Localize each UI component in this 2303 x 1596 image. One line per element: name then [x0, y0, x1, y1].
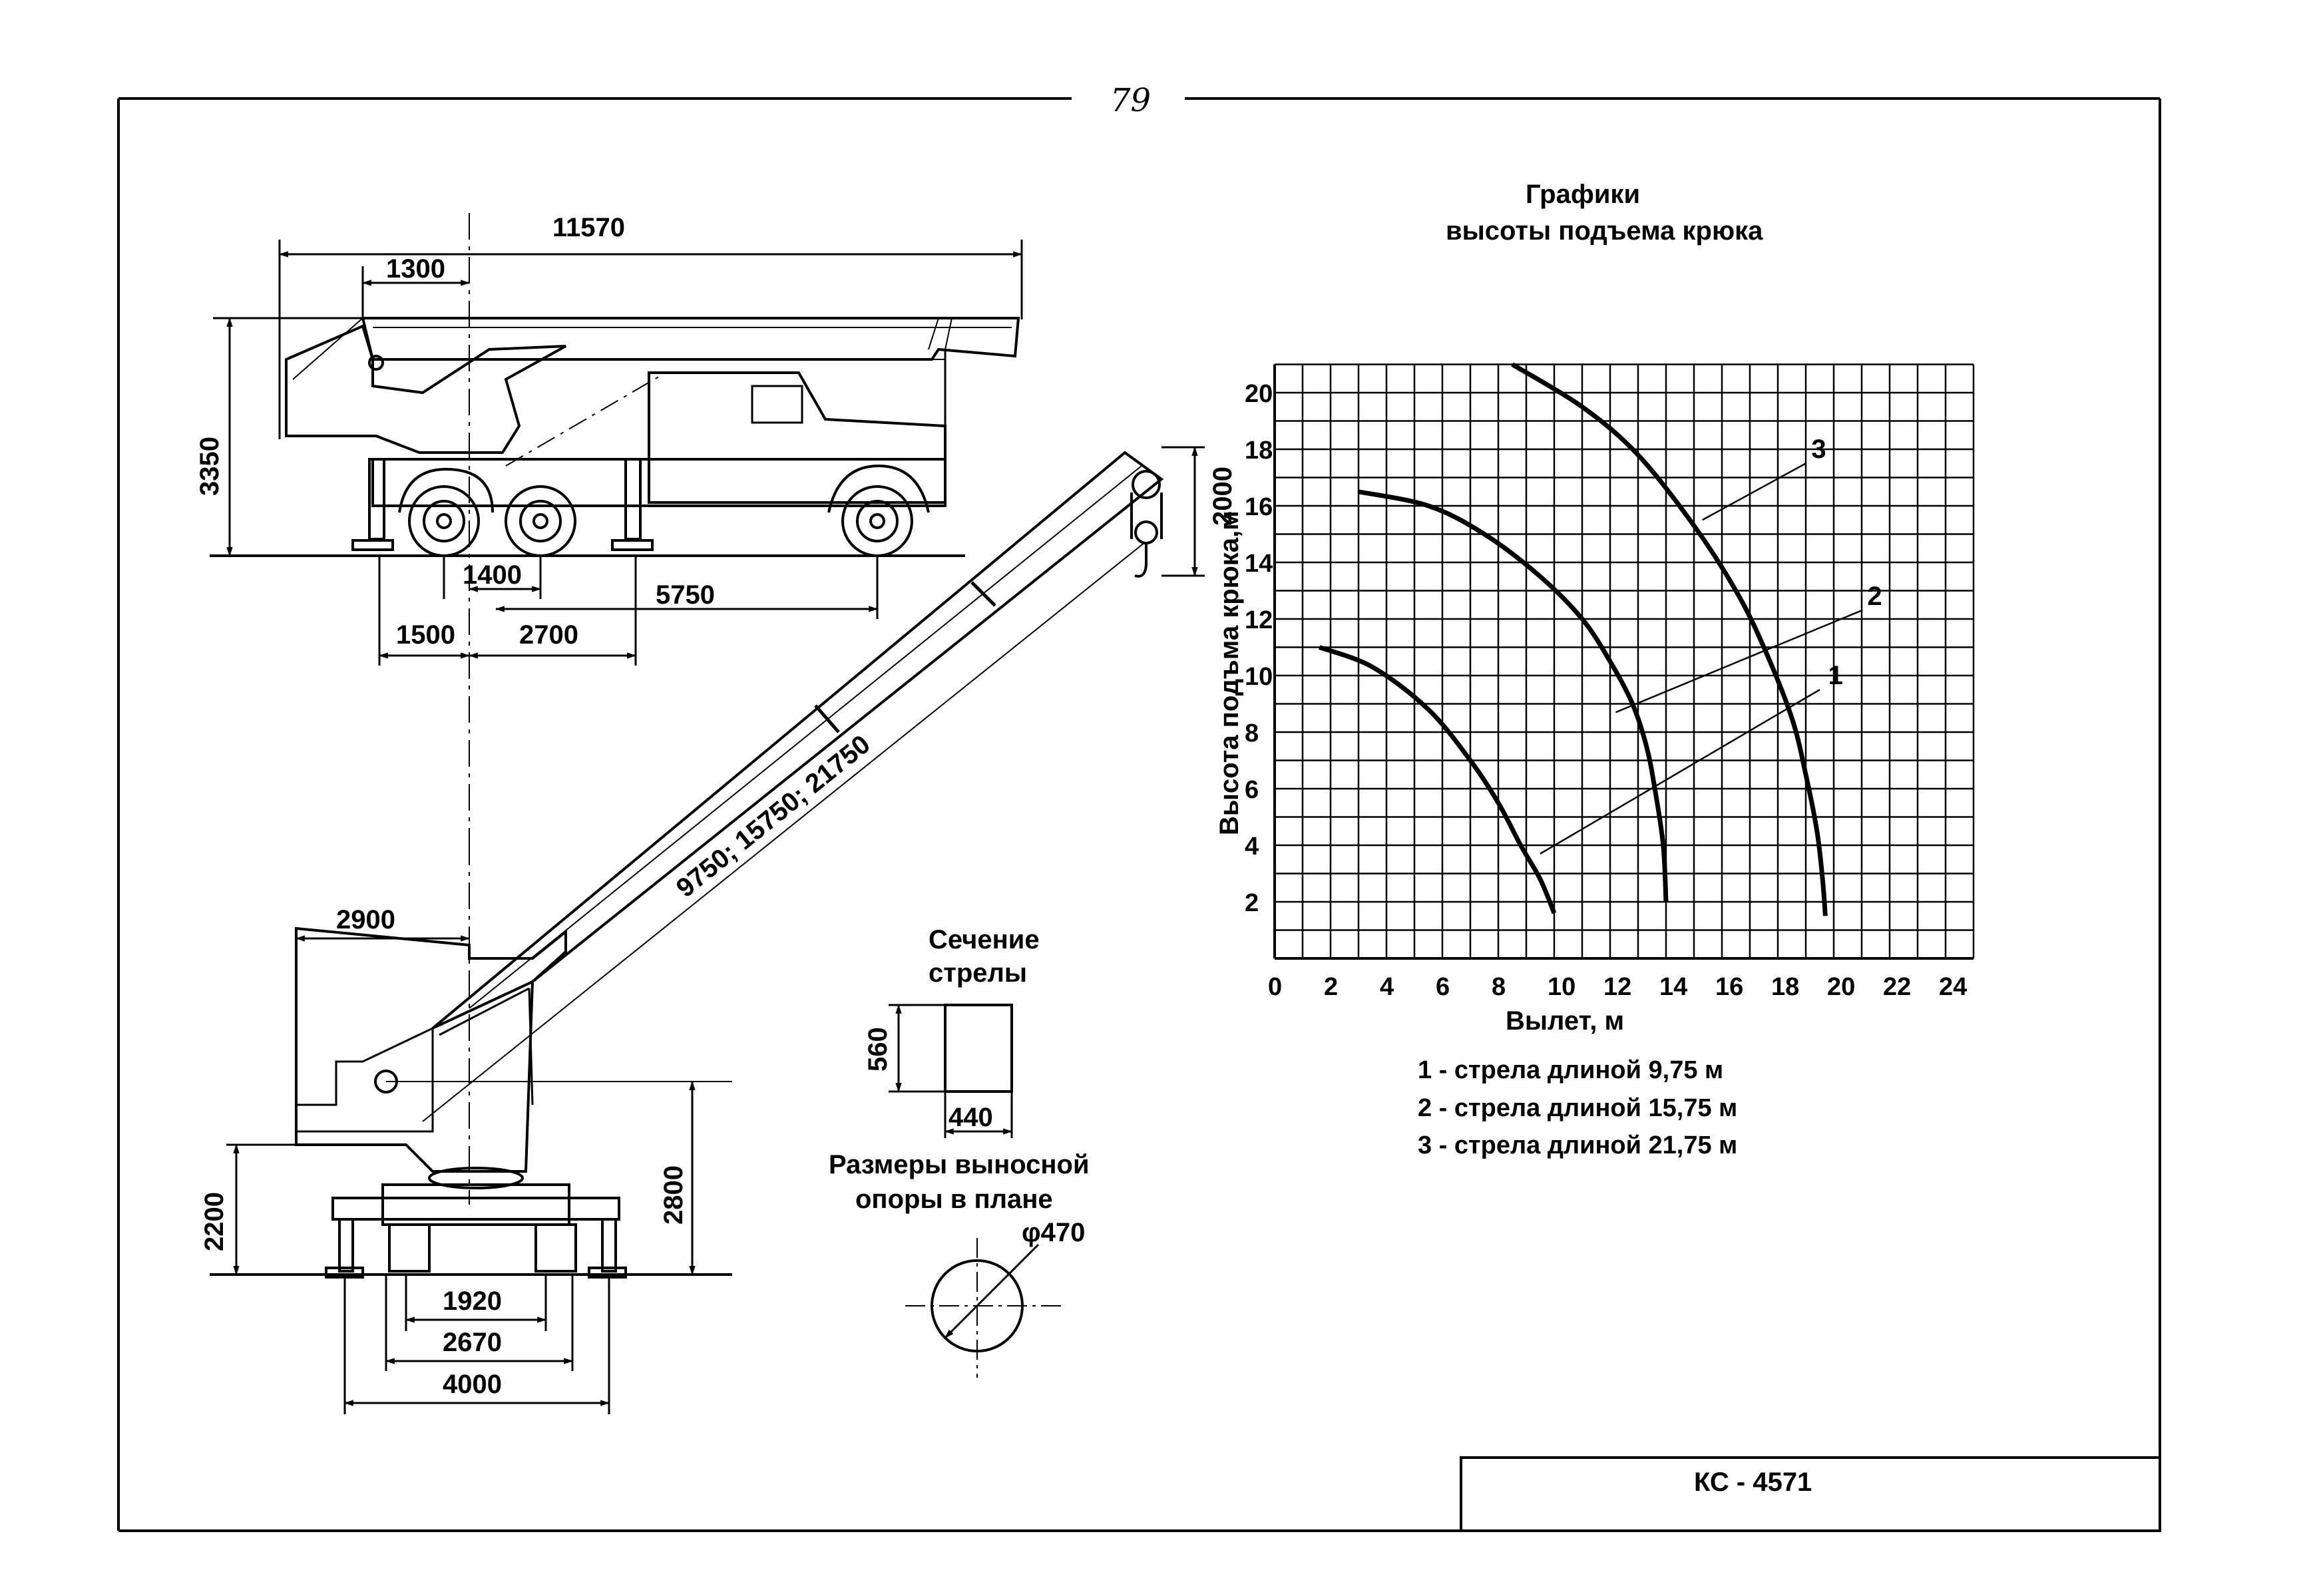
x-tick-label: 2: [1324, 973, 1338, 1001]
y-tick-label: 8: [1245, 719, 1259, 747]
legend-item-1: 1 - стрела длиной 9,75 м: [1418, 1056, 1723, 1084]
dim-pivot-reach: 2900: [336, 905, 395, 934]
title-block: КС - 4571: [1460, 1456, 2161, 1532]
dim-rear-axle-spacing: 1400: [463, 560, 522, 590]
x-tick-label: 6: [1436, 973, 1450, 1001]
y-tick-label: 14: [1245, 550, 1273, 578]
series-leader-2: [1615, 610, 1862, 713]
outrigger-pad: Размеры выносной опоры в плане φ470: [829, 1150, 1090, 1378]
page-number: 79: [1110, 82, 1151, 119]
x-tick-label: 20: [1827, 973, 1855, 1001]
model-designation: КС - 4571: [1694, 1468, 1812, 1497]
sheet-border: [117, 97, 2161, 1532]
series-leader-1: [1540, 689, 1820, 855]
series-label-1: 1: [1828, 661, 1843, 690]
outrigger-pad-title-2: опоры в плане: [855, 1185, 1053, 1214]
chart-title-2: высоты подъема крюка: [1446, 216, 1763, 246]
dim-outrigger-span: 4000: [443, 1370, 502, 1399]
x-tick-label: 0: [1268, 973, 1282, 1001]
x-tick-label: 8: [1492, 973, 1506, 1001]
x-tick-label: 14: [1659, 973, 1687, 1001]
side-view: [210, 213, 1020, 839]
working-view-dimensions: [226, 446, 1205, 1414]
series-label-2: 2: [1867, 582, 1882, 611]
x-tick-label: 4: [1380, 973, 1394, 1001]
boom-section: Сечение стрелы 560 440: [863, 925, 1040, 1138]
y-tick-label: 20: [1245, 380, 1273, 408]
dim-height: 3350: [195, 437, 224, 496]
section-width: 440: [948, 1103, 993, 1132]
dim-boom-head-offset: 1300: [386, 254, 445, 284]
dim-boom-lengths: 9750; 15750; 21750: [671, 729, 876, 903]
legend-item-2: 2 - стрела длиной 15,75 м: [1418, 1094, 1737, 1122]
boom-section-title-1: Сечение: [929, 925, 1040, 954]
y-tick-label: 6: [1245, 776, 1259, 804]
chart-y-label: Высота подъма крюка,м: [1215, 510, 1244, 835]
series-curve-2: [1358, 489, 1669, 902]
dim-hook-block: 2000: [1208, 467, 1237, 526]
y-tick-label: 12: [1245, 606, 1273, 634]
side-view-dimensions: [213, 240, 1023, 666]
y-tick-label: 16: [1245, 493, 1273, 521]
y-tick-label: 4: [1245, 833, 1259, 861]
y-tick-label: 18: [1245, 437, 1273, 465]
series-curve-3: [1511, 362, 1828, 916]
x-tick-label: 12: [1603, 973, 1631, 1001]
dim-pivot-height: 2800: [659, 1165, 688, 1225]
section-height: 560: [863, 1027, 893, 1072]
chart-series: 1 2 3: [1318, 362, 1882, 916]
wheel-rear-2: [505, 485, 576, 557]
chart-title-1: Графики: [1526, 180, 1640, 209]
series-label-3: 3: [1811, 435, 1826, 464]
working-view: [210, 451, 1164, 1279]
pad-diameter: φ470: [1022, 1218, 1085, 1247]
y-tick-label: 2: [1245, 889, 1259, 917]
series-leader-3: [1702, 463, 1806, 521]
outrigger-pad-title-1: Размеры выносной: [829, 1150, 1090, 1179]
dim-rear-to-front-axle: 5750: [656, 580, 715, 610]
dim-outrigger-base: 2700: [519, 620, 578, 650]
dim-outrigger-rear: 1500: [396, 620, 455, 650]
series-curve-1: [1318, 645, 1557, 914]
legend-item-3: 3 - стрела длиной 21,75 м: [1418, 1131, 1737, 1159]
x-tick-label: 10: [1548, 973, 1575, 1001]
dim-track-inner: 1920: [443, 1287, 502, 1316]
x-tick-label: 22: [1883, 973, 1911, 1001]
chart-x-label: Вылет, м: [1506, 1006, 1624, 1036]
wheel-front: [841, 485, 913, 557]
boom-section-title-2: стрелы: [929, 958, 1027, 988]
wheel-rear-1: [408, 485, 480, 557]
x-tick-label: 16: [1715, 973, 1743, 1001]
x-tick-label: 24: [1939, 973, 1967, 1001]
x-tick-label: 18: [1771, 973, 1799, 1001]
dim-ground-height: 2200: [200, 1192, 229, 1251]
chart-grid: [1273, 363, 1975, 960]
y-tick-label: 10: [1245, 663, 1273, 691]
dim-track-mid: 2670: [443, 1328, 502, 1357]
dim-overall-length: 11570: [552, 213, 625, 242]
